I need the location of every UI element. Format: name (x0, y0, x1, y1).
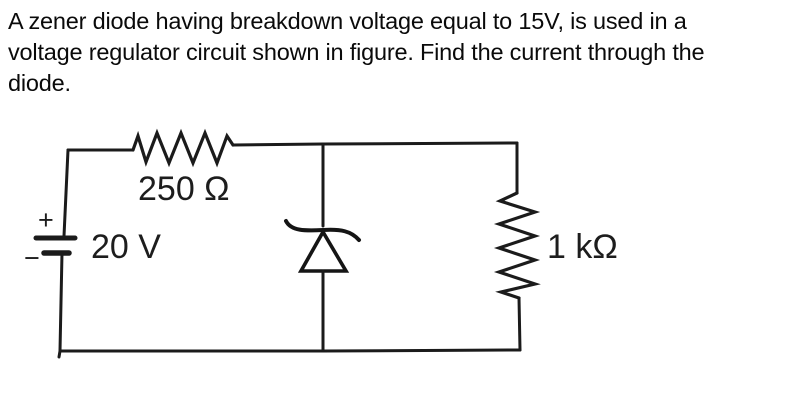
zener-anode-triangle (297, 228, 350, 273)
problem-line-3: diode. (8, 70, 71, 96)
source-voltage-label: 20 V (91, 228, 161, 266)
battery-minus-sign: − (24, 243, 40, 273)
series-resistor-label: 250 Ω (138, 170, 230, 208)
zener-diode-symbol (284, 219, 361, 273)
bottom-wire (57, 348, 522, 359)
zener-diode-branch (284, 142, 361, 353)
left-wire-upper (62, 148, 70, 238)
load-resistor-symbol (493, 191, 541, 300)
right-wire-lower (517, 296, 522, 352)
series-resistor-symbol (131, 128, 235, 168)
problem-line-1: A zener diode having breakdown voltage e… (8, 8, 687, 34)
load-resistor-label: 1 kΩ (547, 228, 618, 266)
problem-statement: A zener diode having breakdown voltage e… (8, 6, 796, 99)
problem-line-2: voltage regulator circuit shown in figur… (8, 39, 705, 65)
battery-plus-sign: + (38, 205, 54, 235)
circuit-figure: + − 250 Ω 20 V 1 kΩ (0, 100, 800, 410)
left-wire-lower (58, 251, 64, 353)
battery-symbol: + − (24, 205, 78, 273)
top-wire-right (231, 141, 519, 147)
circuit-diagram: + − 250 Ω 20 V 1 kΩ (24, 128, 618, 359)
